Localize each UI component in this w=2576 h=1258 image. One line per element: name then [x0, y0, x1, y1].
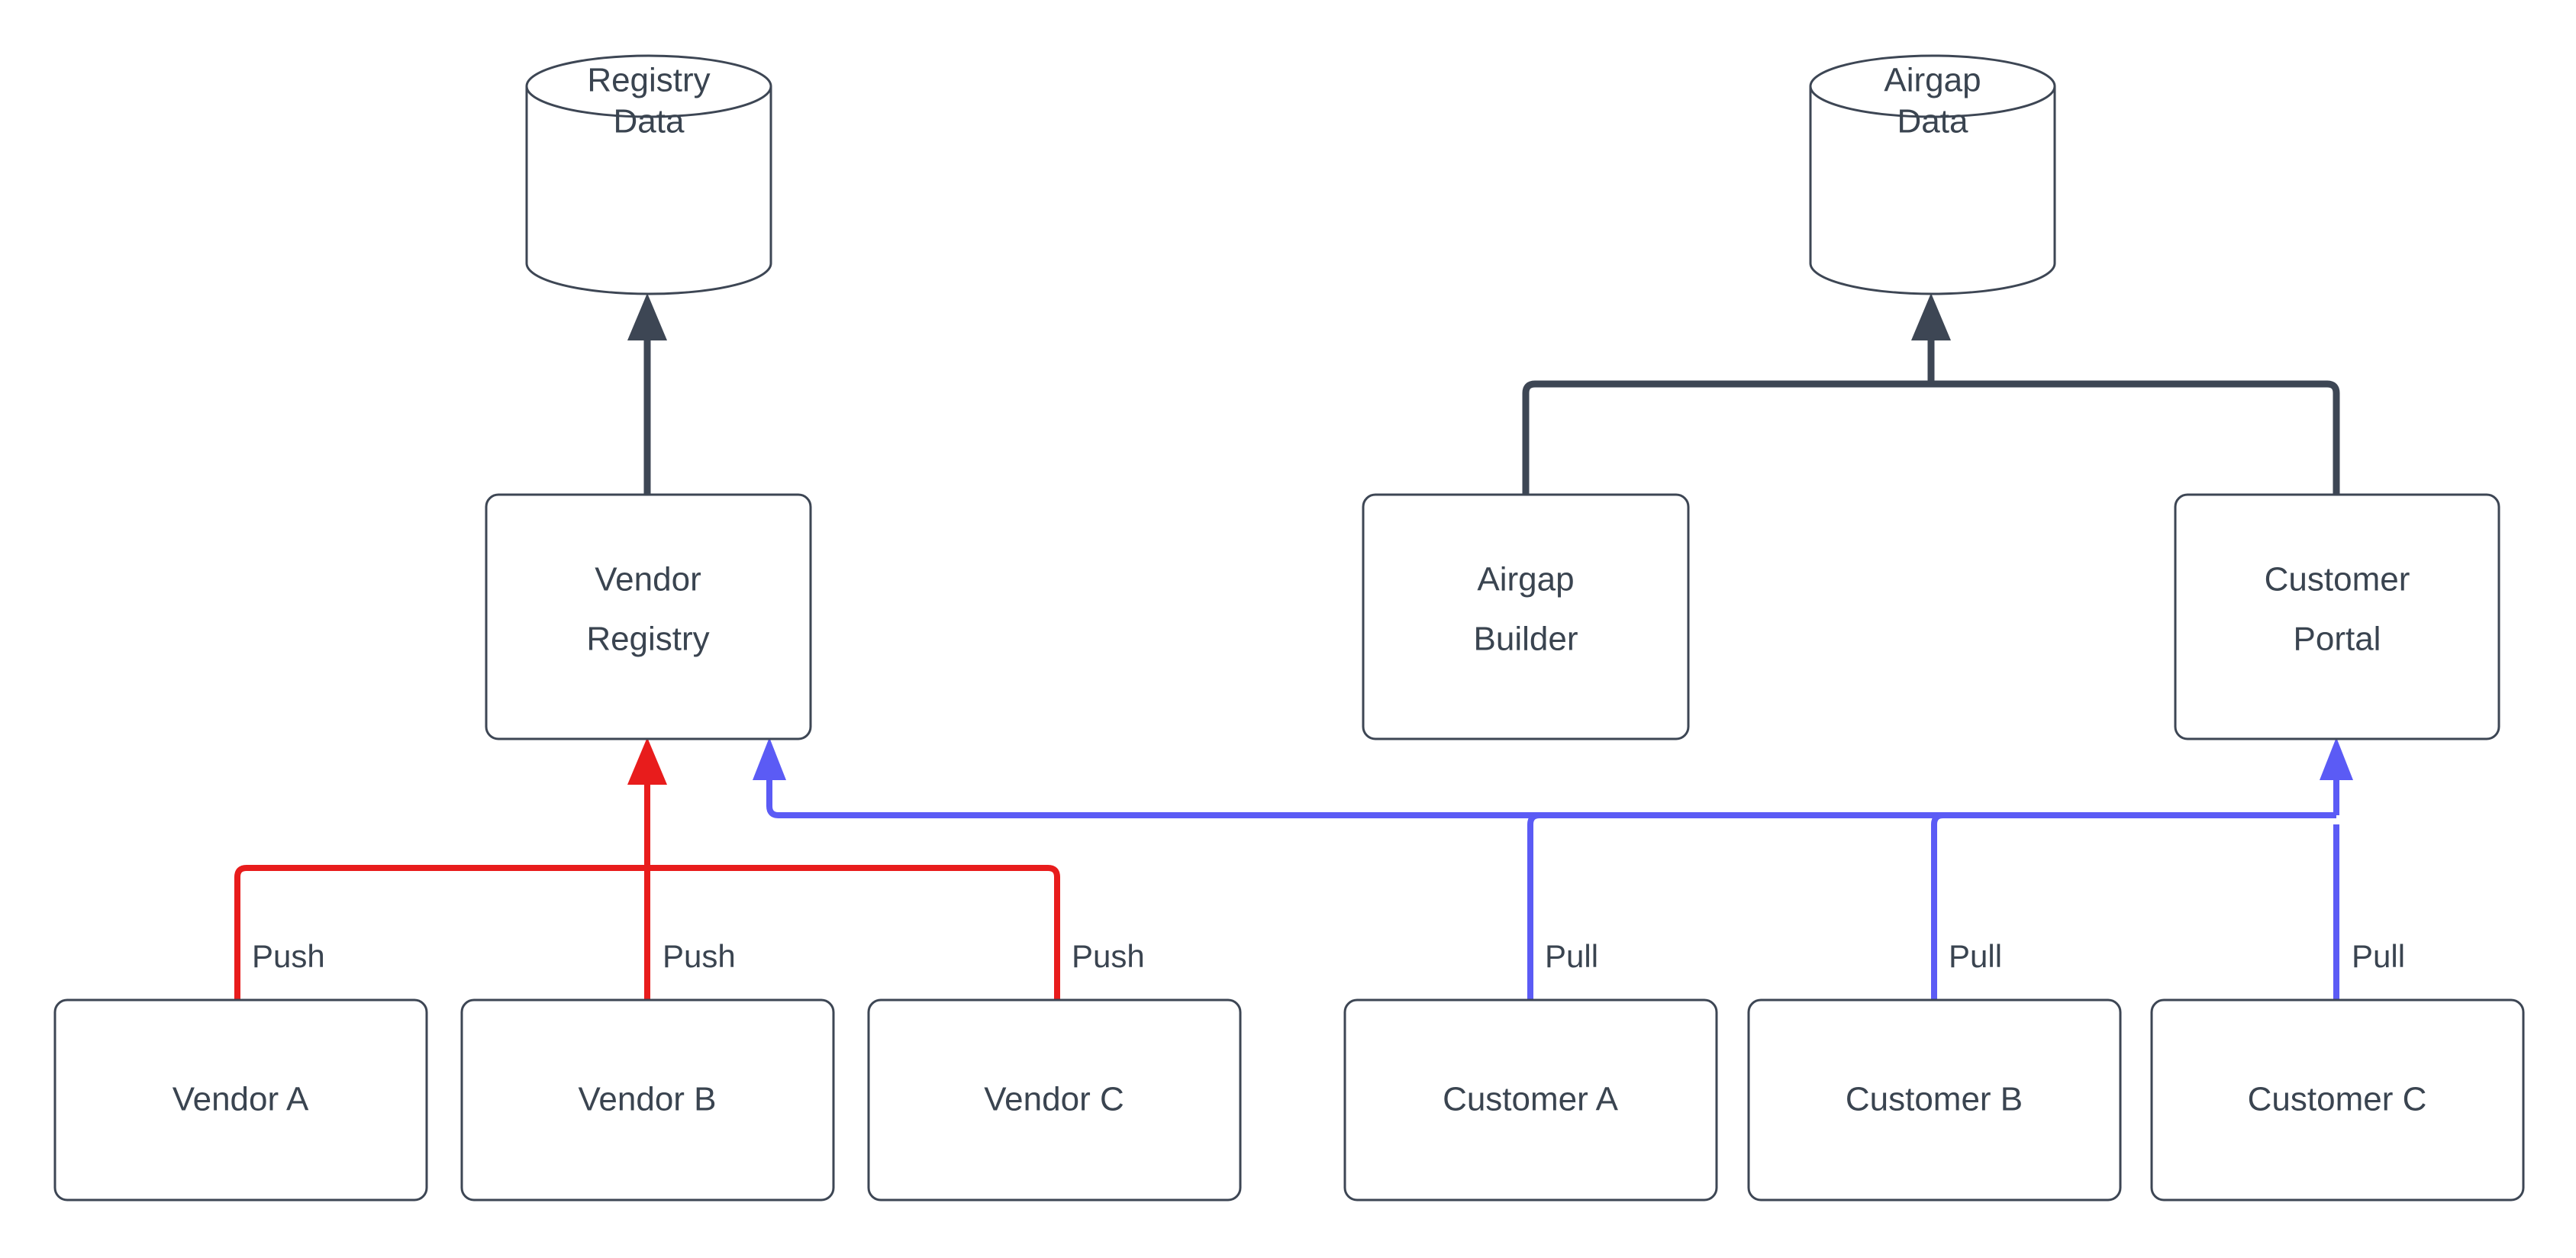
node-customer-a[interactable]: Customer A	[1343, 998, 1718, 1202]
edge-label-push-vendor-c: Push	[1072, 938, 1145, 974]
node-vendor-c-label: Vendor C	[984, 1081, 1124, 1118]
edge-push-bus	[234, 737, 1060, 1000]
node-vendor-registry[interactable]: Vendor Registry	[485, 493, 812, 740]
edge-vendor-registry-to-registry-data	[627, 293, 667, 495]
node-airgap-builder-line2: Builder	[1474, 621, 1578, 658]
node-vendor-registry-line2: Registry	[586, 621, 709, 658]
datastore-airgap-data-line1: Airgap	[1884, 62, 1981, 99]
node-customer-b-label: Customer B	[1846, 1081, 2023, 1118]
edge-pull-bus	[753, 737, 2353, 1000]
edge-label-push-vendor-a: Push	[252, 938, 325, 974]
node-airgap-builder-line1: Airgap	[1477, 561, 1574, 598]
node-vendor-a-label: Vendor A	[172, 1081, 309, 1118]
node-customer-portal-line1: Customer	[2265, 561, 2410, 598]
node-customer-portal-line2: Portal	[2294, 621, 2381, 658]
datastore-registry-data-line2: Data	[614, 103, 685, 140]
datastore-airgap-data[interactable]: Airgap Data	[1809, 54, 2056, 295]
edge-label-pull-customer-c: Pull	[2352, 938, 2405, 974]
node-customer-c-label: Customer C	[2248, 1081, 2427, 1118]
node-vendor-registry-line1: Vendor	[595, 561, 701, 598]
edge-label-pull-customer-b: Pull	[1949, 938, 2002, 974]
edge-services-to-airgap-data	[1522, 293, 2340, 495]
node-customer-portal[interactable]: Customer Portal	[2174, 493, 2500, 740]
node-vendor-b[interactable]: Vendor B	[460, 998, 835, 1202]
node-customer-a-label: Customer A	[1443, 1081, 1619, 1118]
datastore-airgap-data-line2: Data	[1897, 103, 1968, 140]
node-vendor-c[interactable]: Vendor C	[867, 998, 1242, 1202]
datastore-registry-data[interactable]: Registry Data	[525, 54, 772, 295]
node-customer-b[interactable]: Customer B	[1747, 998, 2122, 1202]
datastore-registry-data-line1: Registry	[587, 62, 710, 99]
node-vendor-b-label: Vendor B	[578, 1081, 716, 1118]
node-vendor-a[interactable]: Vendor A	[53, 998, 428, 1202]
edge-label-push-vendor-b: Push	[663, 938, 736, 974]
node-customer-c[interactable]: Customer C	[2150, 998, 2525, 1202]
node-airgap-builder[interactable]: Airgap Builder	[1362, 493, 1690, 740]
edge-label-pull-customer-a: Pull	[1545, 938, 1598, 974]
